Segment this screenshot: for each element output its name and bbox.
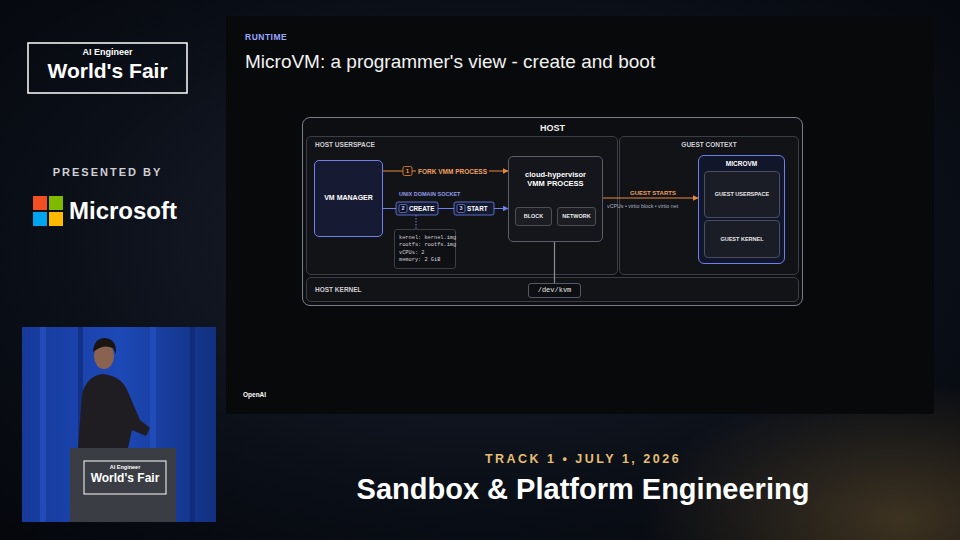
guest-layer-box: GUEST KERNEL <box>704 220 780 258</box>
node-text: HOST <box>540 123 565 133</box>
device-box: BLOCK <box>515 207 552 226</box>
podium-text: AI Engineer <box>84 464 166 470</box>
guest-layer-box: GUEST USERSPACE <box>704 171 780 218</box>
track-title: Sandbox & Platform Engineering <box>233 473 933 506</box>
podium <box>70 448 176 522</box>
node-text: vCPUs: 2 <box>399 250 424 256</box>
step-box <box>396 202 438 215</box>
logo-square <box>49 212 63 226</box>
edge-note: vCPUs • virtio block • virtio net <box>607 203 707 209</box>
device-box: NETWORK <box>557 207 596 226</box>
step-badge <box>457 205 465 213</box>
speaker-hair <box>93 338 116 354</box>
node-text: memory: 2 GiB <box>399 257 440 263</box>
slide-panel <box>226 16 934 414</box>
node-text: GUEST KERNEL <box>720 236 763 242</box>
logo-square <box>33 196 47 210</box>
edge-label: FORK VMM PROCESS <box>416 167 489 176</box>
connector <box>603 197 698 198</box>
step-badge <box>403 167 412 176</box>
host-box: HOST HOST USERSPACE VM MANAGER cloud-hyperv… <box>302 117 803 306</box>
video-frame <box>22 327 216 522</box>
node-text: NETWORK <box>562 213 590 219</box>
podium-text: World's Fair <box>84 472 166 486</box>
process-box: cloud-hypervisor VMM PROCESS BLOCK NETWORK <box>508 156 603 242</box>
node-text: HOST KERNEL <box>315 286 362 293</box>
curtain-fold <box>40 327 46 522</box>
sponsor-name: Microsoft <box>69 197 209 225</box>
node-text: rootfs: rootfs.img <box>399 242 456 248</box>
step-number: 2 <box>399 205 407 211</box>
step-number: 3 <box>457 205 465 211</box>
edge-label: GUEST STARTS <box>628 189 678 198</box>
slide-title: MicroVM: a programmer's view - create an… <box>245 51 655 73</box>
node-text: GUEST CONTEXT <box>681 141 736 148</box>
node-text: BLOCK <box>524 213 544 219</box>
watermark: OpenAI <box>243 391 323 398</box>
speaker-body <box>78 374 150 448</box>
node-text: kernel: kernel.img <box>399 235 456 241</box>
logo-square <box>33 212 47 226</box>
node-text: cloud-hypervisor VMM PROCESS <box>520 171 592 188</box>
config-box: kernel: kernel.imgrootfs: rootfs.img vCPU… <box>394 229 456 269</box>
node-text: /dev/kvm <box>538 286 572 294</box>
step-name: START <box>467 205 493 212</box>
device-file-box: /dev/kvm <box>528 283 581 298</box>
region-band: HOST KERNEL/dev/kvm <box>306 277 799 302</box>
process-box: VM MANAGER <box>314 160 383 237</box>
node-text: MICROVM <box>726 160 757 167</box>
step-box <box>454 202 494 215</box>
step-badge <box>399 205 407 213</box>
edge-label: UNIX DOMAIN SOCKET <box>397 190 462 198</box>
connector <box>554 242 555 283</box>
logo-frame <box>28 43 187 93</box>
node-text: VM MANAGER <box>324 194 373 202</box>
sponsor-heading: PRESENTED BY <box>28 166 187 179</box>
microvm-box: MICROVM GUEST USERSPACE GUEST KERNEL <box>698 155 785 264</box>
logo-text: World's Fair <box>28 59 187 83</box>
node-text: GUEST USERSPACE <box>715 191 769 197</box>
track-text: TRACK 1 • JULY 1, 2026 <box>383 452 783 466</box>
logo-text: AI Engineer <box>28 47 187 57</box>
section-label: RUNTIME <box>245 33 365 43</box>
curtain-fold <box>190 327 195 522</box>
leader-line <box>416 215 417 229</box>
podium-logo-frame <box>84 461 166 494</box>
step-number: 1 <box>403 168 412 175</box>
logo-square <box>49 196 63 210</box>
step-name: CREATE <box>409 205 437 212</box>
node-text: HOST USERSPACE <box>315 141 375 148</box>
